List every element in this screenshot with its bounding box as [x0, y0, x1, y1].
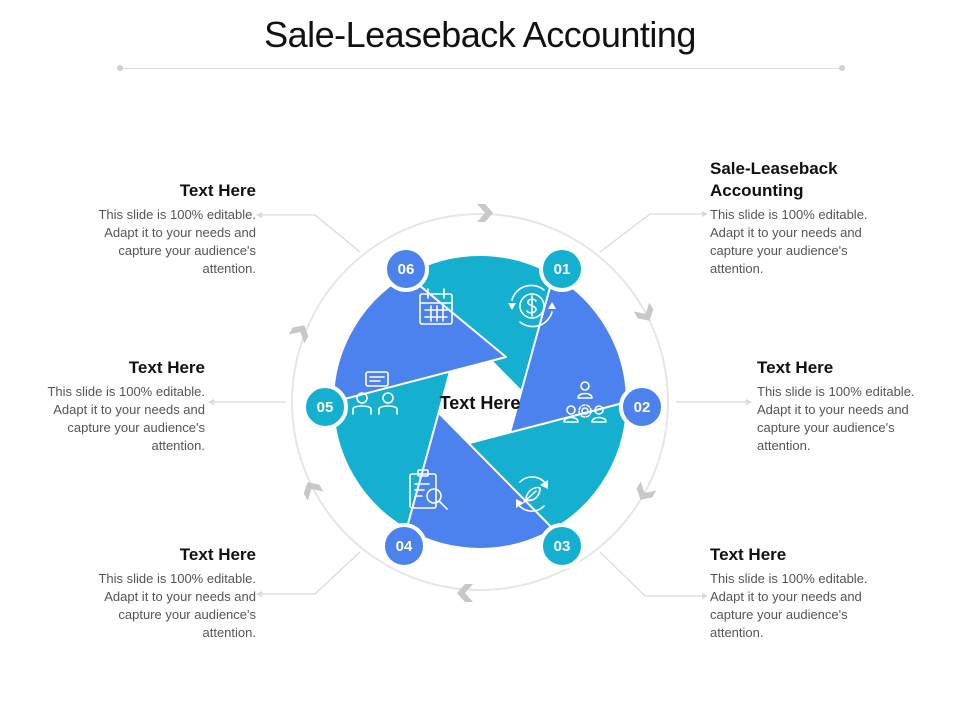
ring-arrow-lower-left — [303, 482, 324, 501]
step-badge-02: 02 — [619, 384, 665, 430]
connector-04 — [262, 551, 361, 595]
text-block-heading: Text Here — [128, 358, 205, 377]
center-label: Text Here — [439, 393, 521, 413]
step-badge-01: 01 — [539, 246, 585, 292]
text-block-body: This slide is 100% editable. Adapt it to… — [47, 384, 205, 453]
ring-arrows — [288, 204, 657, 602]
text-block-heading: Text Here — [710, 545, 787, 564]
ring-arrow-upper-right — [633, 302, 654, 321]
text-block-04: Text Here This slide is 100% editable. A… — [86, 544, 256, 642]
text-block-body: This slide is 100% editable. Adapt it to… — [98, 207, 256, 276]
step-badge-04: 04 — [381, 523, 427, 569]
connector-06 — [262, 214, 361, 253]
connector-01 — [599, 213, 702, 253]
step-badge-05: 05 — [302, 384, 348, 430]
dollar-cycle-icon — [508, 284, 556, 328]
text-block-01: Sale-Leaseback Accounting This slide is … — [710, 158, 880, 278]
divider-dot-right — [839, 65, 845, 71]
ring-arrow-bottom — [457, 584, 473, 602]
refresh-leaf-icon — [516, 476, 548, 512]
outer-ring — [291, 213, 669, 591]
text-block-06: Text Here This slide is 100% editable. A… — [86, 180, 256, 278]
text-block-03: Text Here This slide is 100% editable. A… — [710, 544, 880, 642]
team-gear-icon — [563, 381, 607, 423]
text-block-heading: Text Here — [179, 545, 256, 564]
text-block-body: This slide is 100% editable. Adapt it to… — [710, 207, 868, 276]
title-divider — [120, 68, 842, 69]
text-block-body: This slide is 100% editable. Adapt it to… — [710, 571, 868, 640]
ring-arrow-upper-left — [288, 325, 309, 344]
slide-title: Sale-Leaseback Accounting — [264, 14, 696, 55]
step-badge-03: 03 — [539, 523, 585, 569]
calendar-icon — [419, 288, 453, 325]
text-block-heading: Text Here — [757, 358, 834, 377]
divider-dot-left — [117, 65, 123, 71]
step-badge-06: 06 — [383, 246, 429, 292]
ring-arrow-lower-right — [636, 481, 657, 500]
text-block-heading: Sale-Leaseback Accounting — [710, 159, 838, 200]
connector-03 — [599, 551, 702, 597]
ring-arrow-top — [477, 204, 493, 222]
meeting-chat-icon — [352, 371, 398, 415]
text-block-heading: Text Here — [179, 181, 256, 200]
text-block-02: Text Here This slide is 100% editable. A… — [757, 357, 922, 455]
clipboard-search-icon — [409, 469, 448, 510]
text-block-05: Text Here This slide is 100% editable. A… — [40, 357, 205, 455]
text-block-body: This slide is 100% editable. Adapt it to… — [98, 571, 256, 640]
connector-tips — [208, 211, 752, 599]
connectors — [214, 213, 746, 597]
text-block-body: This slide is 100% editable. Adapt it to… — [757, 384, 915, 453]
